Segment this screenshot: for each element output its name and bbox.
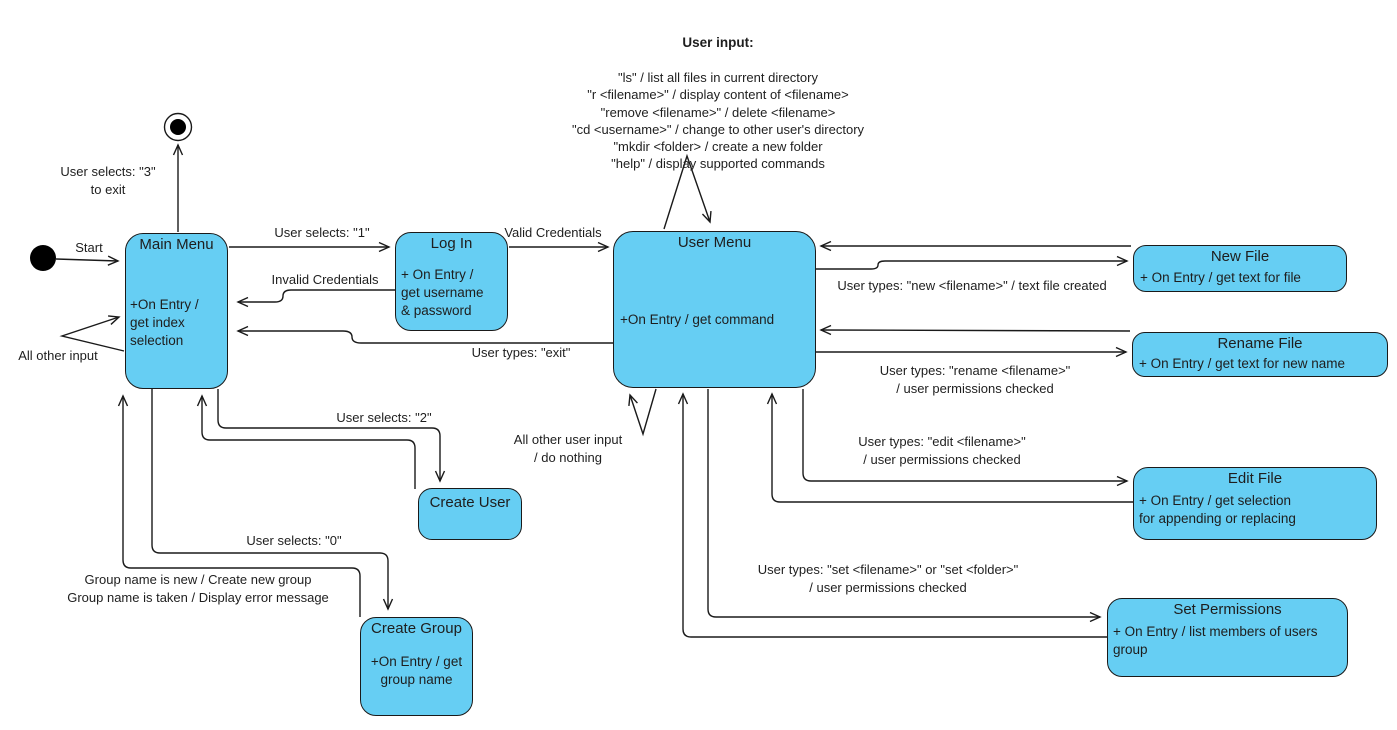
state-new-file-title: New File bbox=[1210, 248, 1270, 265]
arrow-user-menu-to-set-permissions bbox=[707, 389, 1102, 623]
label-user-exit: User types: "exit" bbox=[471, 345, 571, 360]
state-create-group-title: Create Group bbox=[371, 620, 462, 637]
label-invalid-credentials: Invalid Credentials bbox=[271, 272, 379, 287]
state-user-menu: User Menu +On Entry / get command bbox=[613, 231, 816, 388]
arrow-set-permissions-to-user-menu bbox=[677, 392, 1107, 638]
state-main-menu-body: +On Entry / get index selection bbox=[130, 297, 199, 348]
state-new-file: New File + On Entry / get text for file bbox=[1133, 245, 1347, 292]
arrow-user-menu-top-self-loop bbox=[663, 153, 712, 230]
state-user-menu-body: +On Entry / get command bbox=[620, 312, 775, 327]
arrow-create-group-to-main-menu bbox=[117, 394, 361, 617]
state-create-user: Create User bbox=[418, 488, 522, 540]
state-log-in-title: Log In bbox=[430, 235, 473, 252]
label-new-file: User types: "new <filename>" / text file… bbox=[837, 278, 1107, 293]
state-create-user-title: Create User bbox=[429, 494, 511, 511]
arrow-main-menu-to-create-user bbox=[217, 389, 446, 483]
state-create-group-body: +On Entry / get group name bbox=[370, 654, 463, 687]
arrow-edit-file-to-user-menu bbox=[766, 392, 1133, 503]
label-set-permissions: User types: "set <filename>" or "set <fo… bbox=[757, 562, 1019, 595]
label-edit-file: User types: "edit <filename>" / user per… bbox=[858, 434, 1026, 467]
label-start: Start bbox=[75, 240, 103, 255]
label-select-2: User selects: "2" bbox=[336, 410, 432, 425]
label-exit: User selects: "3" to exit bbox=[60, 164, 156, 197]
user-input-note-heading: User input: bbox=[682, 35, 754, 50]
label-select-1: User selects: "1" bbox=[274, 225, 370, 240]
state-rename-file: Rename File + On Entry / get text for ne… bbox=[1132, 332, 1388, 377]
state-log-in: Log In + On Entry / get username & passw… bbox=[395, 232, 508, 331]
state-set-permissions: Set Permissions + On Entry / list member… bbox=[1107, 598, 1348, 677]
user-input-note-body: "ls" / list all files in current directo… bbox=[571, 70, 865, 172]
state-user-menu-title: User Menu bbox=[677, 234, 752, 251]
initial-state-node bbox=[30, 245, 56, 271]
label-select-0: User selects: "0" bbox=[246, 533, 342, 548]
state-log-in-body: + On Entry / get username & password bbox=[401, 267, 484, 318]
state-main-menu-title: Main Menu bbox=[139, 236, 214, 253]
arrow-create-user-to-main-menu bbox=[196, 394, 416, 489]
label-all-other-user-input: All other user input / do nothing bbox=[513, 432, 623, 465]
arrow-log-in-to-main-menu-invalid bbox=[236, 289, 395, 308]
state-set-permissions-title: Set Permissions bbox=[1173, 601, 1282, 618]
arrow-rename-file-to-user-menu bbox=[819, 324, 1131, 336]
label-valid-credentials: Valid Credentials bbox=[504, 225, 602, 240]
state-new-file-body: + On Entry / get text for file bbox=[1140, 270, 1301, 285]
label-all-other-input: All other input bbox=[18, 348, 98, 363]
label-group-outcomes: Group name is new / Create new group Gro… bbox=[67, 572, 329, 605]
state-edit-file-body: + On Entry / get selection for appending… bbox=[1139, 493, 1296, 526]
state-main-menu: Main Menu +On Entry / get index selectio… bbox=[125, 233, 228, 389]
state-rename-file-body: + On Entry / get text for new name bbox=[1139, 356, 1345, 371]
label-rename-file: User types: "rename <filename>" / user p… bbox=[879, 363, 1071, 396]
arrow-main-menu-to-create-group bbox=[151, 389, 394, 611]
state-rename-file-title: Rename File bbox=[1217, 335, 1303, 352]
arrow-start-to-main-menu bbox=[55, 255, 120, 266]
state-edit-file: Edit File + On Entry / get selection for… bbox=[1133, 467, 1377, 540]
state-edit-file-title: Edit File bbox=[1227, 470, 1283, 487]
state-create-group: Create Group +On Entry / get group name bbox=[360, 617, 473, 716]
user-input-note: User input: "ls" / list all files in cur… bbox=[488, 17, 948, 191]
arrow-user-menu-bottom-self-loop bbox=[628, 388, 657, 437]
arrow-user-menu-to-new-file bbox=[816, 255, 1129, 270]
arrow-user-menu-to-main-menu-exit bbox=[236, 325, 613, 344]
state-set-permissions-body: + On Entry / list members of users group bbox=[1113, 624, 1318, 657]
arrow-user-menu-to-edit-file bbox=[802, 389, 1129, 487]
final-state-inner-circle bbox=[170, 119, 186, 135]
arrow-main-menu-self-loop bbox=[59, 315, 125, 352]
